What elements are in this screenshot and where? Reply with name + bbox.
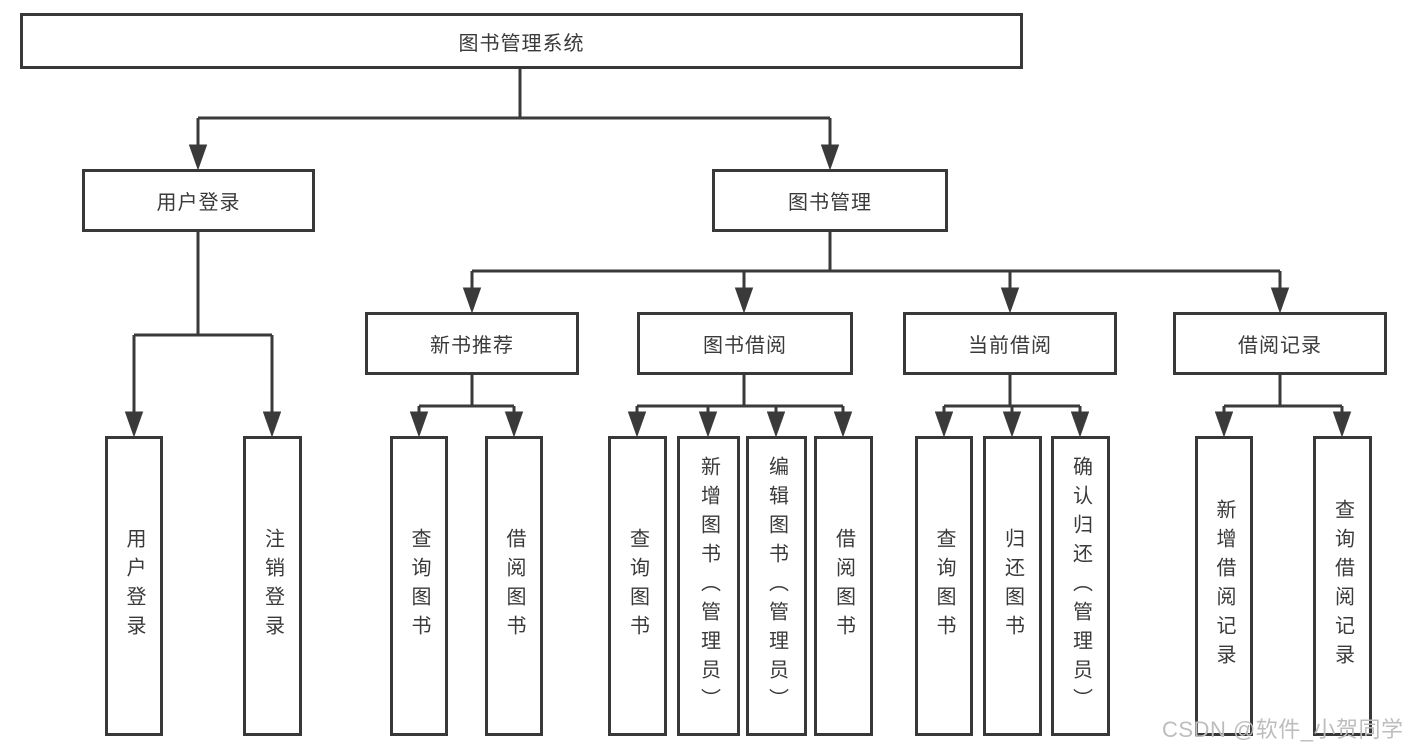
leaf-records-query-record: 查询借阅记录 <box>1313 436 1372 736</box>
leaf-user-login: 用户登录 <box>105 436 163 736</box>
node-current-borrowing: 当前借阅 <box>903 312 1117 375</box>
leaf-logout: 注销登录 <box>243 436 302 736</box>
leaf-newbooks-query-books: 查询图书 <box>390 436 448 736</box>
node-book-borrowing: 图书借阅 <box>637 312 853 375</box>
leaf-current-return-books: 归还图书 <box>983 436 1042 736</box>
leaf-current-confirm-return-admin: 确认归还（管理员） <box>1051 436 1110 736</box>
node-user-login: 用户登录 <box>82 169 315 232</box>
leaf-borrow-edit-books-admin: 编辑图书（管理员） <box>746 436 807 736</box>
leaf-newbooks-borrow-books: 借阅图书 <box>485 436 543 736</box>
leaf-borrow-borrow-books: 借阅图书 <box>814 436 873 736</box>
leaf-borrow-add-books-admin: 新增图书（管理员） <box>677 436 740 736</box>
csdn-watermark: CSDN @软件_小贺同学 <box>1162 717 1404 742</box>
node-borrowing-records: 借阅记录 <box>1173 312 1387 375</box>
node-book-management: 图书管理 <box>712 169 948 232</box>
leaf-current-query-books: 查询图书 <box>915 436 973 736</box>
leaf-borrow-query-books: 查询图书 <box>608 436 667 736</box>
node-new-book-recommend: 新书推荐 <box>365 312 579 375</box>
leaf-records-add-record: 新增借阅记录 <box>1195 436 1253 736</box>
node-book-management-system: 图书管理系统 <box>20 13 1023 69</box>
